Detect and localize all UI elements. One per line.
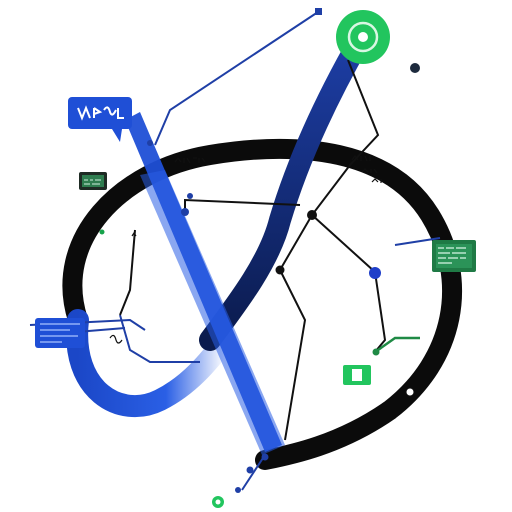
node-dot — [246, 466, 254, 474]
green-connector — [377, 336, 420, 352]
green-side-panel — [432, 240, 476, 272]
node-square — [315, 8, 322, 15]
node-dot — [181, 208, 189, 216]
node-dot — [187, 193, 193, 199]
node-dot — [410, 63, 420, 73]
node-dot — [99, 229, 105, 235]
node-dot — [147, 140, 153, 146]
dark-label-box — [79, 172, 107, 190]
node-dot — [307, 210, 317, 220]
scribble-text-icon — [109, 155, 382, 344]
small-ring-icon — [212, 496, 224, 508]
node-dot — [369, 267, 381, 279]
node-hollow — [405, 387, 415, 397]
green-square-badge — [343, 365, 371, 385]
diagonal-blue-bar-wide — [140, 170, 285, 455]
blue-callout-box — [68, 97, 132, 142]
blue-side-panel — [35, 318, 85, 348]
network-nodes — [99, 8, 420, 493]
center-dark-arm — [199, 29, 371, 351]
scribble-text-icon — [77, 105, 124, 121]
node-dot — [372, 348, 380, 356]
node-dot — [235, 487, 241, 493]
network-lines — [119, 59, 387, 441]
loop-blue-segment — [66, 309, 236, 418]
ring-node-icon — [336, 10, 390, 64]
main-loop-stroke — [62, 138, 463, 470]
node-dot — [275, 265, 285, 275]
node-dot — [261, 453, 269, 461]
